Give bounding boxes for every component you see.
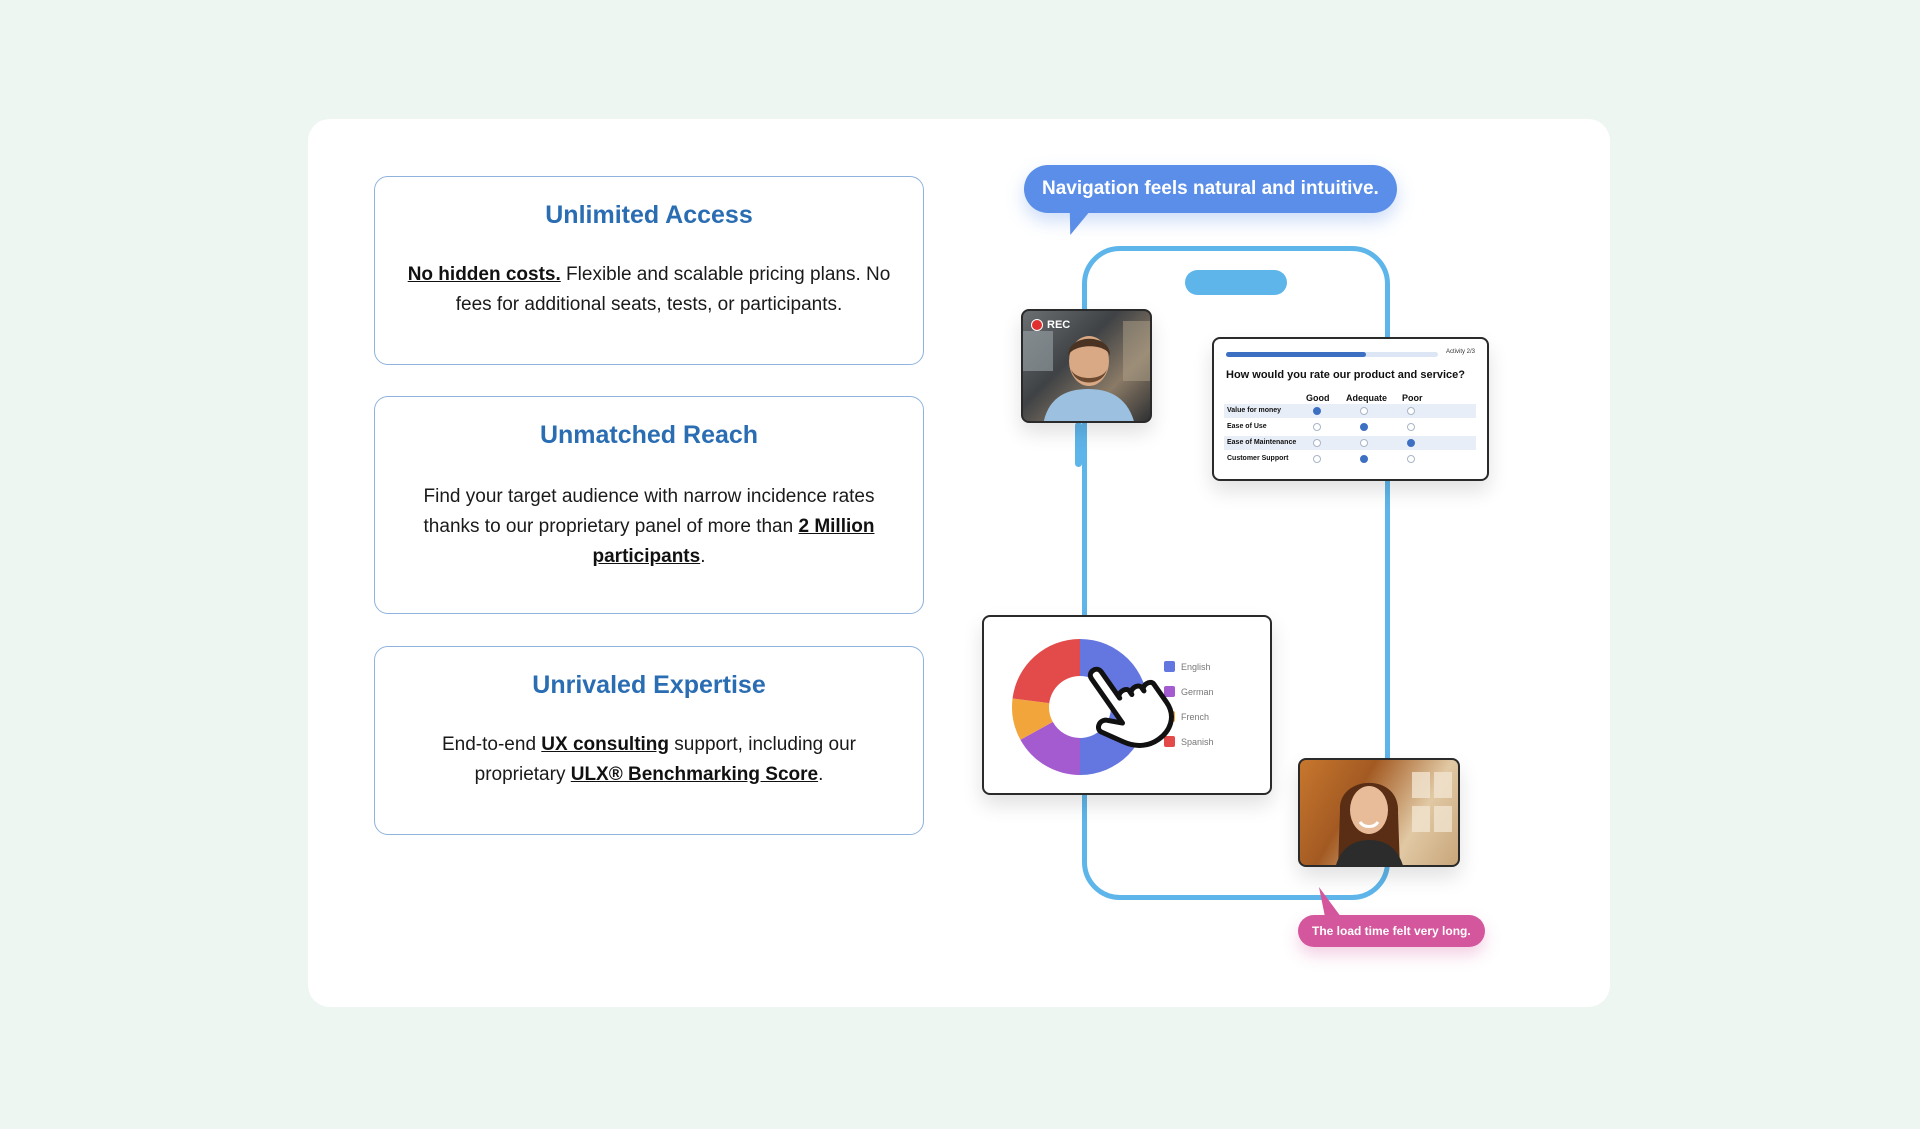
legend-swatch	[1164, 686, 1175, 697]
survey-row: Customer Support	[1224, 452, 1476, 466]
survey-column-good: Good	[1306, 393, 1330, 403]
phone-side-button	[1075, 422, 1082, 467]
survey-radio-button[interactable]	[1313, 407, 1321, 415]
feature-text-end: .	[818, 764, 824, 785]
feature-description: No hidden costs. Flexible and scalable p…	[375, 260, 923, 320]
survey-radio-button[interactable]	[1360, 455, 1368, 463]
survey-radio-button[interactable]	[1313, 439, 1321, 447]
survey-question: How would you rate our product and servi…	[1226, 369, 1465, 381]
hand-pointer-icon	[1087, 666, 1174, 748]
feature-text: End-to-end	[442, 734, 542, 755]
feature-card-unlimited-access: Unlimited Access No hidden costs. Flexib…	[374, 176, 924, 365]
phone-frame	[1082, 246, 1390, 900]
donut-slice-spanish	[1012, 639, 1080, 704]
legend-label: German	[1181, 686, 1214, 697]
no-hidden-costs-link[interactable]: No hidden costs.	[407, 264, 561, 285]
feature-card-unrivaled-expertise: Unrivaled Expertise End-to-end UX consul…	[374, 646, 924, 835]
feedback-bubble-negative: The load time felt very long.	[1298, 915, 1485, 947]
survey-radio-button[interactable]	[1360, 439, 1368, 447]
product-illustration: Navigation feels natural and intuitive. …	[308, 119, 1610, 1007]
feature-description: Find your target audience with narrow in…	[375, 482, 923, 572]
feature-text-end: .	[700, 546, 706, 567]
feature-title: Unrivaled Expertise	[532, 671, 766, 699]
ulx-benchmarking-score-link[interactable]: ULX® Benchmarking Score	[570, 764, 819, 785]
legend-swatch	[1164, 736, 1175, 747]
survey-radio-button[interactable]	[1407, 455, 1415, 463]
legend-item-english: English	[1164, 661, 1211, 672]
survey-radio-button[interactable]	[1407, 423, 1415, 431]
donut-slice-french	[1012, 698, 1053, 740]
feature-title: Unmatched Reach	[539, 421, 759, 449]
woman-portrait-icon	[1336, 772, 1452, 865]
record-icon	[1031, 319, 1043, 331]
survey-row: Value for money	[1224, 404, 1476, 418]
feature-description: End-to-end UX consulting support, includ…	[375, 730, 923, 790]
legend-label: French	[1181, 711, 1210, 722]
survey-radio-button[interactable]	[1407, 439, 1415, 447]
feature-title: Unlimited Access	[545, 201, 753, 229]
legend-item-spanish: Spanish	[1164, 736, 1214, 747]
participant-video-woman	[1298, 758, 1460, 867]
phone-notch	[1185, 270, 1287, 295]
feature-text: Find your target audience with narrow in…	[423, 486, 875, 537]
feature-card-unmatched-reach: Unmatched Reach Find your target audienc…	[374, 396, 924, 614]
rec-label: REC	[1047, 319, 1071, 331]
survey-row-label: Value for money	[1227, 407, 1282, 414]
survey-card: Activity 2/3 How would you rate our prod…	[1212, 337, 1489, 481]
survey-row: Ease of Use	[1224, 420, 1476, 434]
recording-indicator: REC	[1031, 319, 1070, 331]
legend-swatch	[1164, 661, 1175, 672]
donut-slice-german	[1020, 721, 1080, 775]
participant-video-man: REC	[1021, 309, 1152, 423]
man-portrait-icon	[1023, 321, 1150, 421]
survey-radio-button[interactable]	[1407, 407, 1415, 415]
survey-row: Ease of Maintenance	[1224, 436, 1476, 450]
survey-row-label: Ease of Maintenance	[1227, 439, 1297, 446]
survey-row-label: Ease of Use	[1227, 423, 1267, 430]
survey-radio-button[interactable]	[1360, 423, 1368, 431]
survey-radio-button[interactable]	[1313, 455, 1321, 463]
ux-consulting-link[interactable]: UX consulting	[541, 734, 670, 755]
survey-progress-fill	[1226, 352, 1366, 357]
survey-row-label: Customer Support	[1227, 455, 1289, 462]
survey-radio-button[interactable]	[1360, 407, 1368, 415]
feature-text-middle: support, including our proprietary	[474, 734, 856, 785]
survey-column-adequate: Adequate	[1346, 393, 1388, 403]
survey-activity-label: Activity 2/3	[1445, 349, 1475, 355]
content-card: Unlimited Access No hidden costs. Flexib…	[308, 119, 1610, 1007]
two-million-participants-link[interactable]: 2 Million participants	[592, 516, 875, 567]
survey-column-poor: Poor	[1402, 393, 1423, 403]
feature-text: Flexible and scalable pricing plans. No …	[455, 264, 891, 315]
feedback-bubble-positive: Navigation feels natural and intuitive.	[1024, 165, 1397, 213]
legend-label: English	[1181, 661, 1211, 672]
legend-label: Spanish	[1181, 736, 1214, 747]
survey-radio-button[interactable]	[1313, 423, 1321, 431]
legend-item-german: German	[1164, 686, 1214, 697]
